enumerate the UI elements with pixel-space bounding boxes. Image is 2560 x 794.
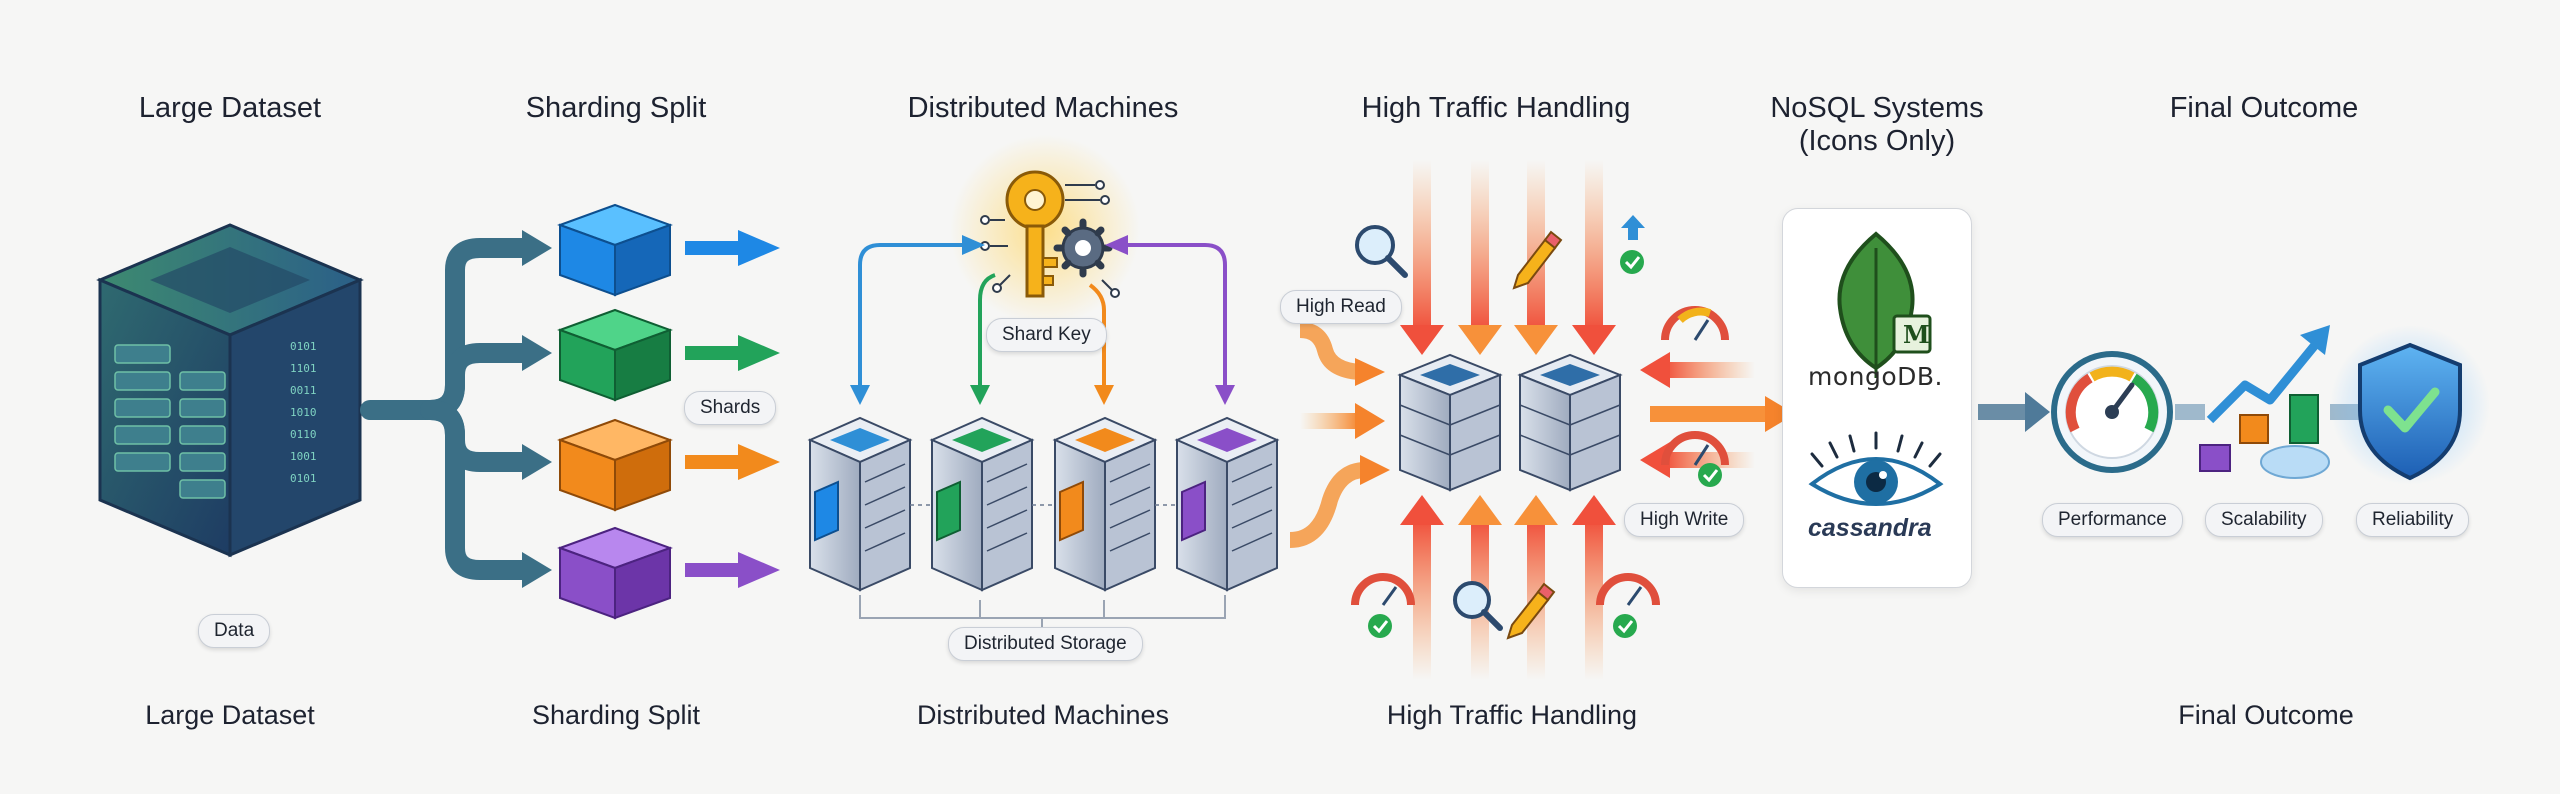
traffic-right-arrows bbox=[1289, 322, 1390, 548]
gauge-check-icon-bottom-left bbox=[1351, 573, 1415, 638]
stage-title-high-traffic: High Traffic Handling bbox=[1361, 92, 1631, 124]
nosql-logos: M bbox=[1808, 231, 1944, 506]
performance-gauge-icon bbox=[2051, 351, 2173, 473]
stage-footer-distributed-machines: Distributed Machines bbox=[916, 700, 1170, 730]
svg-text:0101: 0101 bbox=[290, 472, 317, 485]
cassandra-wordmark: cassandra bbox=[1808, 514, 1932, 542]
gear-icon bbox=[1053, 218, 1113, 278]
shard-cube-orange bbox=[557, 418, 673, 512]
server-node-1 bbox=[807, 416, 913, 592]
traffic-server-2 bbox=[1517, 353, 1623, 492]
performance-label: Performance bbox=[2042, 503, 2183, 537]
shard-cube-purple bbox=[557, 526, 673, 620]
shard-cube-blue bbox=[557, 203, 673, 297]
large-dataset-database-icon: 0101 1101 0011 1010 0110 1001 0101 bbox=[96, 223, 364, 558]
high-write-label: High Write bbox=[1624, 503, 1745, 537]
svg-text:0110: 0110 bbox=[290, 428, 317, 441]
svg-text:1010: 1010 bbox=[290, 406, 317, 419]
scalability-label: Scalability bbox=[2205, 503, 2323, 537]
traffic-left-arrows bbox=[1640, 352, 1795, 478]
gauge-check-icon bbox=[1661, 431, 1729, 487]
gauge-check-icon-bottom-right bbox=[1596, 573, 1660, 638]
circuit-lines bbox=[980, 180, 1120, 298]
shard-key-arrows bbox=[858, 243, 1227, 390]
gauge-icon bbox=[1661, 306, 1729, 341]
split-arrows bbox=[360, 238, 535, 580]
svg-text:0011: 0011 bbox=[290, 384, 317, 397]
shard-out-arrows bbox=[685, 230, 780, 588]
traffic-server-1 bbox=[1397, 353, 1503, 492]
shard-key-glow bbox=[950, 135, 1140, 325]
scalability-chart-icon bbox=[2199, 325, 2330, 479]
server-node-4 bbox=[1174, 416, 1280, 592]
shards-label: Shards bbox=[684, 391, 777, 425]
upload-check-icon bbox=[1620, 215, 1645, 274]
reliability-label: Reliability bbox=[2356, 503, 2470, 537]
server-node-2 bbox=[929, 416, 1035, 592]
stage-footer-sharding-split: Sharding Split bbox=[531, 700, 701, 730]
key-icon bbox=[1005, 170, 1065, 298]
svg-text:1001: 1001 bbox=[290, 450, 317, 463]
distributed-storage-label: Distributed Storage bbox=[948, 627, 1143, 661]
pencil-icon bbox=[1512, 230, 1563, 290]
data-label: Data bbox=[198, 614, 271, 648]
shard-cube-green bbox=[557, 308, 673, 402]
svg-text:0101: 0101 bbox=[290, 340, 317, 353]
shard-key-arrowheads bbox=[850, 235, 1235, 405]
stage-title-nosql-systems: NoSQL Systems (Icons Only) bbox=[1770, 92, 1984, 157]
magnifier-icon-bottom bbox=[1453, 581, 1503, 631]
traffic-up-arrows bbox=[1400, 495, 1616, 680]
mongodb-wordmark: mongoDB. bbox=[1808, 362, 1944, 391]
mongodb-leaf-icon: M bbox=[1837, 231, 1932, 378]
shard-key-label: Shard Key bbox=[986, 318, 1107, 352]
magnifier-icon bbox=[1355, 225, 1408, 278]
server-node-3 bbox=[1052, 416, 1158, 592]
stage-title-sharding-split: Sharding Split bbox=[525, 92, 707, 124]
shield-check-icon bbox=[2358, 342, 2462, 481]
stage-title-final-outcome: Final Outcome bbox=[2169, 92, 2359, 124]
cassandra-eye-icon bbox=[1808, 431, 1944, 506]
svg-text:1101: 1101 bbox=[290, 362, 317, 375]
stage-footer-high-traffic: High Traffic Handling bbox=[1386, 700, 1638, 730]
split-arrowheads bbox=[522, 230, 552, 588]
stage-title-distributed-machines: Distributed Machines bbox=[907, 92, 1179, 124]
mongodb-m-glyph: M bbox=[1903, 320, 1930, 349]
pencil-icon-bottom bbox=[1506, 582, 1556, 640]
storage-bracket bbox=[859, 595, 1226, 630]
traffic-down-arrows bbox=[1400, 160, 1616, 355]
stage-title-large-dataset: Large Dataset bbox=[138, 92, 322, 124]
stage-footer-final-outcome: Final Outcome bbox=[2178, 700, 2354, 730]
stage-footer-large-dataset: Large Dataset bbox=[145, 700, 315, 730]
high-read-label: High Read bbox=[1280, 290, 1402, 324]
